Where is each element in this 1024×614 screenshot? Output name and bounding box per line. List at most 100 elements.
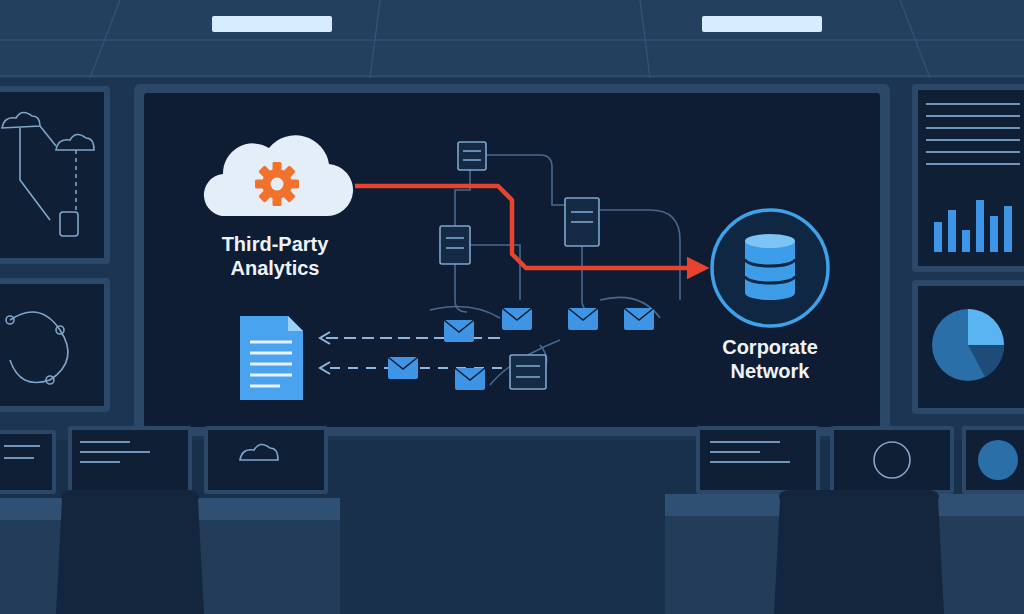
arrow-head [320,332,330,344]
monitor-graphics [2,112,94,236]
desk-monitor [830,426,954,494]
monitor-screen [208,430,324,490]
link-line [20,128,50,220]
document-line [250,341,292,344]
gear-hole [271,178,284,191]
table-row [926,103,1020,105]
bar [948,210,956,252]
server-slot [463,159,481,161]
arrow-head [320,362,330,374]
document-line [250,352,292,355]
ceiling-light [212,16,332,32]
envelope-flap [455,368,485,380]
server-slot [463,150,481,152]
code-line [4,445,40,447]
ceiling-grid [0,0,1024,78]
chairs [56,490,944,614]
document-line [250,374,292,377]
monitor-screen [0,284,104,406]
desk-monitor [0,430,56,494]
network-line [486,155,565,205]
desk-monitors [0,426,1024,494]
database-body [745,241,795,293]
data-flow-arrow [355,186,705,268]
envelope-icon [444,320,474,342]
bar [990,216,998,252]
database-ring [745,259,795,266]
ceiling-line [0,75,1024,77]
node-circle [712,210,828,326]
ceiling-line [90,0,120,78]
database-base [745,286,795,300]
ceiling-light [702,16,822,32]
graph-dot [56,326,64,334]
chair [774,490,944,614]
pie-chart [932,309,1004,381]
cloud-shape [195,128,355,220]
table-row [926,139,1020,141]
ceiling-line [370,0,380,78]
server-slot [571,221,593,223]
envelope-icon [388,357,418,379]
node-label: Corporate Network [705,335,835,383]
document-page [240,316,303,400]
link-line [75,150,77,210]
cloud-outline [204,135,353,216]
envelope-flap [502,308,532,320]
bar [1004,206,1012,252]
envelopes [388,308,654,390]
document-lines [250,342,292,386]
cloud-glyph [2,112,40,128]
envelope-body [568,308,598,330]
pie-slice [968,309,1004,345]
monitor-screen [700,430,816,490]
dashed-flow [320,332,520,374]
table-row [926,115,1020,117]
monitor-graphics [6,312,68,384]
desk-monitor [68,426,192,494]
cloud-glyph [240,444,278,460]
graph-dot [46,376,54,384]
document-icon [240,316,303,400]
wall-monitor [0,278,110,412]
envelope-flap [624,308,654,320]
envelope-body [624,308,654,330]
graph-dot [6,316,14,324]
globe-glyph [978,440,1018,480]
network-line [600,210,680,300]
code-line [80,451,150,453]
envelope-flap [388,357,418,369]
gear-icon [255,162,299,206]
document-line [250,363,292,366]
server-slot [516,365,540,367]
monitor-screen [918,286,1024,408]
database-circle [705,205,835,335]
server-icon [510,355,546,389]
envelope-flap [444,320,474,332]
database-ring [745,276,795,283]
server-slot [446,237,464,239]
dashed-arrow [322,367,520,369]
code-line [710,461,790,463]
server-icon [440,226,470,264]
server-icon [458,142,486,170]
chair [56,490,204,614]
code-line [710,441,780,443]
server-icon [565,198,599,246]
network-line [470,245,520,300]
monitor-screen [0,434,52,490]
monitor-screen [918,90,1024,266]
server-slot [571,211,593,213]
code-line [710,451,760,453]
envelope-icon [568,308,598,330]
network-line [430,306,500,318]
ceiling-line [0,39,1024,41]
wall-monitor [0,86,110,264]
network-line [455,262,467,312]
ceiling-line [900,0,930,78]
document-fold [288,316,303,331]
wall-monitor [912,84,1024,272]
